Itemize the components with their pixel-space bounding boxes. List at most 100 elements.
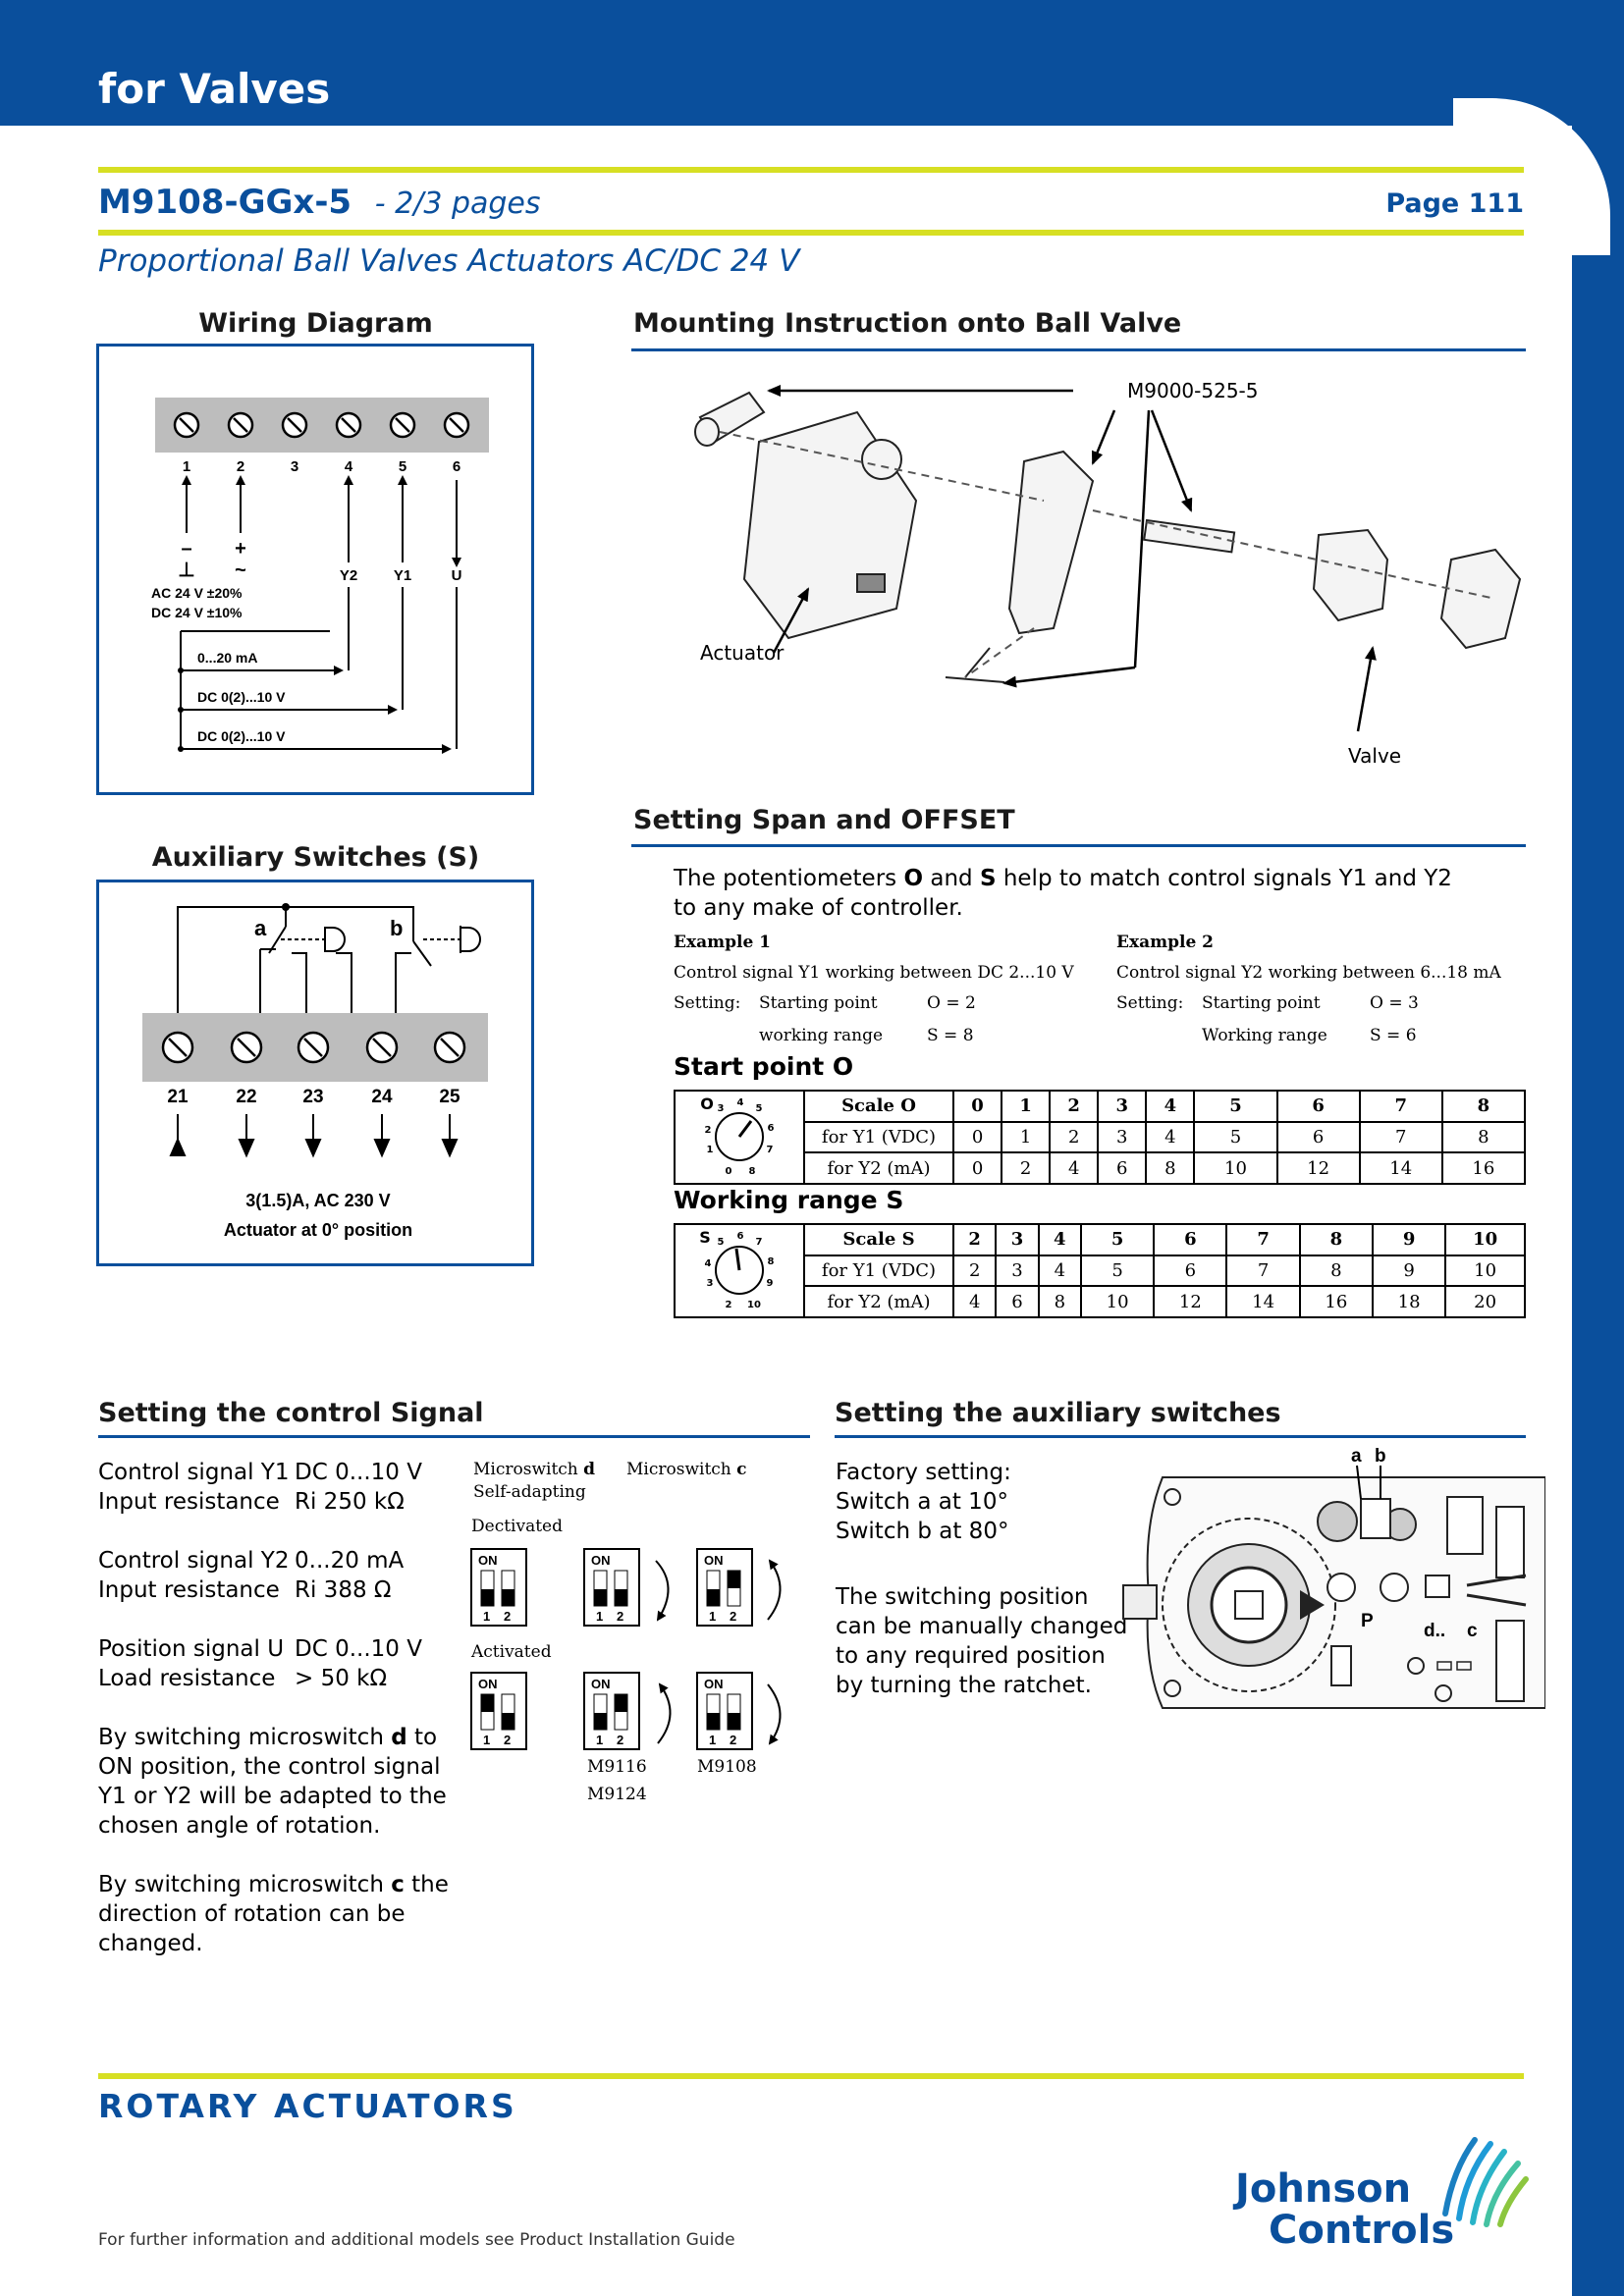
microswitch-c-letter: c bbox=[736, 1460, 747, 1479]
valve-body-2 bbox=[1439, 548, 1522, 650]
cell: 0 bbox=[951, 1120, 1003, 1154]
cell: 20 bbox=[1444, 1285, 1526, 1318]
valve-body-1 bbox=[1312, 528, 1389, 622]
aux-terminal-25: 25 bbox=[439, 1087, 460, 1107]
cell: 2 bbox=[1049, 1090, 1100, 1123]
cell: 6 bbox=[1275, 1120, 1361, 1154]
cell: 4 bbox=[1049, 1151, 1100, 1185]
dip-pin-1: 1 bbox=[709, 1733, 716, 1747]
cell: 1 bbox=[1001, 1120, 1052, 1154]
dial-s-5: 5 bbox=[718, 1237, 725, 1248]
dip-pin-1: 1 bbox=[709, 1609, 716, 1624]
ground-symbol: ⊥ bbox=[178, 560, 194, 581]
gear-ring bbox=[1162, 1518, 1336, 1692]
deactivated-label: Dectivated bbox=[471, 1517, 563, 1536]
example1-title: Example 1 bbox=[674, 933, 772, 952]
cell: 7 bbox=[1225, 1254, 1301, 1288]
spec-value-0: DC 0...10 V bbox=[295, 1460, 422, 1485]
working-range-table: S 2 3 4 5 6 7 8 9 10 Scale S 2 3 4 5 6 7… bbox=[674, 1223, 1526, 1318]
dial-s-9: 9 bbox=[767, 1278, 774, 1289]
auxset-desc-4: by turning the ratchet. bbox=[836, 1673, 1092, 1698]
dip-pin-2: 2 bbox=[617, 1609, 623, 1624]
actuator-board-illustration: a b P d.. c bbox=[1122, 1446, 1545, 1709]
dial-o-letter: O bbox=[700, 1095, 714, 1113]
dial-s-letter: S bbox=[699, 1228, 711, 1247]
cell: 18 bbox=[1371, 1285, 1447, 1318]
part-number-label: M9000-525-5 bbox=[1127, 379, 1259, 402]
span-title: Setting Span and OFFSET bbox=[633, 805, 1015, 835]
example2-range-label: Working range bbox=[1202, 1026, 1327, 1045]
working-range-dial: S 2 3 4 5 6 7 8 9 10 bbox=[699, 1228, 774, 1310]
span-intro-text: The potentiometers bbox=[674, 866, 897, 891]
board-label-c: c bbox=[1467, 1621, 1478, 1641]
cell: 14 bbox=[1358, 1151, 1443, 1185]
plus-sign: + bbox=[235, 538, 246, 560]
cell: 7 bbox=[1358, 1120, 1443, 1154]
microswitch-d-label: Microswitch d bbox=[473, 1460, 595, 1479]
aux-switches-svg: a b 21 22 23 24 25 3(1.5)A, AC 230 V bbox=[142, 903, 488, 1240]
terminal-5: 5 bbox=[399, 458, 406, 475]
cell: 16 bbox=[1440, 1151, 1527, 1185]
terminal-4: 4 bbox=[345, 458, 353, 475]
start-point-table: O 0 1 2 3 4 5 6 7 8 Scale O 0 1 2 3 4 5 … bbox=[674, 1090, 1527, 1185]
auxset-desc-1: The switching position bbox=[836, 1584, 1089, 1610]
terminal-1: 1 bbox=[183, 458, 190, 475]
wiring-title: Wiring Diagram bbox=[198, 308, 433, 339]
dial-o-4: 4 bbox=[737, 1097, 744, 1108]
example2-title: Example 2 bbox=[1116, 933, 1215, 952]
para1-b: d bbox=[391, 1725, 407, 1750]
dial-o-5: 5 bbox=[756, 1103, 763, 1114]
mounting-title: Mounting Instruction onto Ball Valve bbox=[633, 308, 1182, 339]
cell: 2 bbox=[951, 1254, 998, 1288]
line-dc-y1: DC 0(2)...10 V bbox=[197, 689, 286, 705]
cell: 0 bbox=[951, 1090, 1003, 1123]
para1-c: to ON position, the control signal Y1 or… bbox=[98, 1725, 447, 1839]
doc-title: M9108-GGx-5 - 2/3 pages bbox=[98, 183, 541, 222]
para2-c: the direction of rotation can be changed… bbox=[98, 1872, 449, 1956]
actuator-label: Actuator bbox=[700, 641, 785, 665]
cell: 10 bbox=[1444, 1223, 1526, 1256]
spec-value-3: Ri 388 Ω bbox=[295, 1577, 392, 1603]
mounting-illustration: M9000-525-5 Actuator Valve bbox=[694, 379, 1522, 768]
dip-on-label: ON bbox=[478, 1677, 498, 1691]
wiring-svg: 1 2 3 4 5 6 – + ⊥ ~ Y2 bbox=[151, 398, 489, 754]
aux-rating: 3(1.5)A, AC 230 V bbox=[245, 1191, 390, 1210]
logo-word-1: Johnson bbox=[1235, 2166, 1412, 2212]
cell: 7 bbox=[1225, 1223, 1301, 1256]
linkage-bracket bbox=[1007, 450, 1095, 635]
signal-y1: Y1 bbox=[394, 567, 411, 584]
terminal-strip-top bbox=[1495, 1506, 1525, 1578]
dip-on-label: ON bbox=[591, 1677, 611, 1691]
adapter-shaft bbox=[1143, 518, 1236, 554]
cell: 8 bbox=[1145, 1151, 1196, 1185]
cell: 6 bbox=[1153, 1254, 1228, 1288]
footer-note: For further information and additional m… bbox=[98, 2230, 735, 2250]
terminal-screws bbox=[173, 411, 470, 439]
aux-terminal-22: 22 bbox=[236, 1087, 256, 1107]
ac-symbol: ~ bbox=[235, 560, 246, 581]
dip-pin-2: 2 bbox=[504, 1733, 511, 1747]
signal-y2: Y2 bbox=[340, 567, 357, 584]
wiring-diagram: 1 2 3 4 5 6 – + ⊥ ~ Y2 bbox=[96, 344, 534, 795]
cell: 10 bbox=[1444, 1254, 1526, 1288]
para2-a: By switching microswitch bbox=[98, 1872, 392, 1897]
example2-setting: Setting: bbox=[1116, 993, 1184, 1013]
cell: 5 bbox=[1193, 1090, 1278, 1123]
board-label-a: a bbox=[1351, 1446, 1362, 1467]
terminal-2: 2 bbox=[237, 458, 244, 475]
aux-terminal-screws bbox=[161, 1031, 466, 1064]
cell: 3 bbox=[995, 1254, 1040, 1288]
cell: 9 bbox=[1371, 1254, 1447, 1288]
microswitch-c-label: Microswitch c bbox=[626, 1460, 747, 1479]
cell: 7 bbox=[1358, 1090, 1443, 1123]
dip-pin-1: 1 bbox=[483, 1733, 490, 1747]
dip-on-label: ON bbox=[704, 1553, 724, 1568]
span-intro-line2: to any make of controller. bbox=[674, 895, 963, 921]
model-number: M9108-GGx-5 bbox=[98, 183, 352, 222]
cell: 1 bbox=[1001, 1090, 1052, 1123]
